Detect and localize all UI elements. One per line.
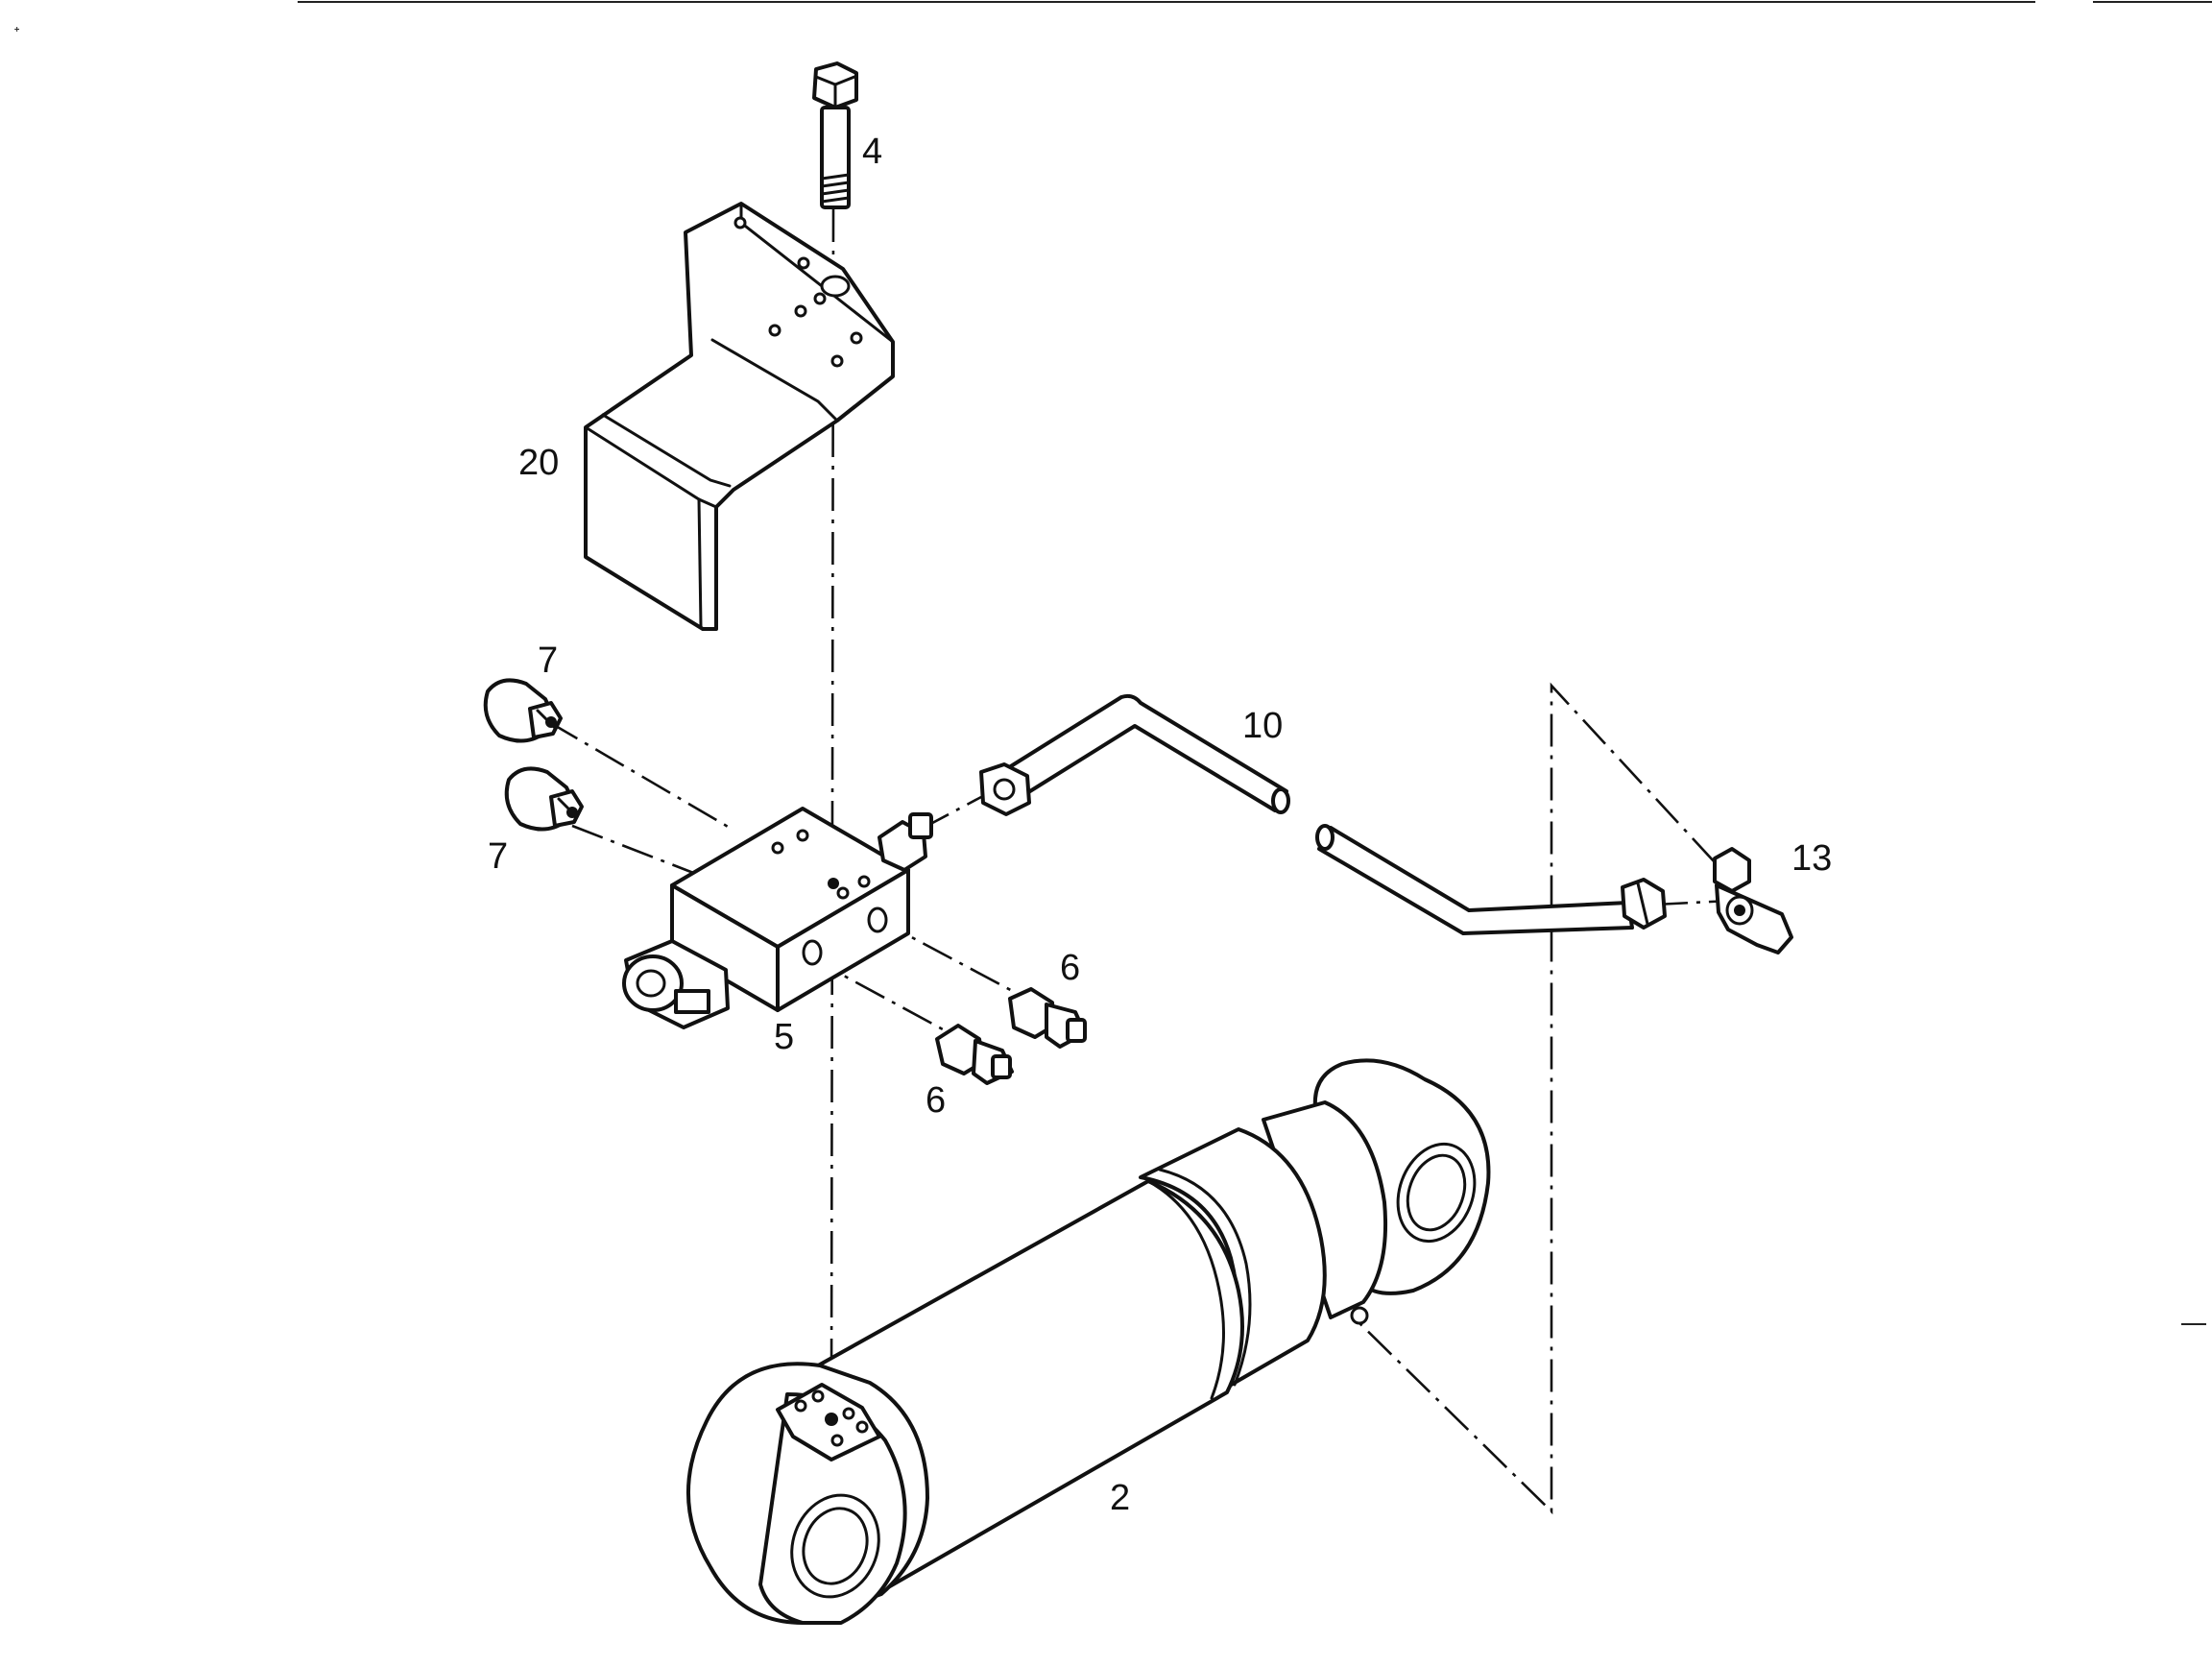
bracket-hole (813, 292, 827, 305)
port-hole (1350, 1306, 1369, 1325)
elbow-fitting-part (1713, 847, 1793, 954)
bracket-hole (794, 304, 807, 318)
bracket-hole (797, 256, 810, 270)
bracket-part (584, 202, 895, 631)
plug-upper-part (483, 678, 563, 743)
valve-port (802, 939, 823, 966)
bracket-hole (768, 324, 781, 337)
bolt-part (812, 61, 858, 209)
bracket-hole (850, 331, 863, 345)
bracket-hole (830, 354, 844, 368)
bracket-slot (820, 275, 851, 298)
callout-elbow-fitting: 13 (1791, 838, 1832, 879)
callout-bolt: 4 (862, 132, 882, 172)
valve-port (867, 906, 888, 933)
plug-upper-line (548, 720, 731, 830)
callout-bracket: 20 (518, 443, 559, 483)
callouts: 4 20 7 7 10 13 6 6 5 2 (488, 132, 1832, 1518)
callout-cylinder: 2 (1110, 1478, 1130, 1518)
callout-plug-upper: 7 (538, 640, 558, 681)
callout-fitting-right: 6 (1060, 948, 1080, 988)
bracket-hole (733, 216, 747, 230)
callout-plug-lower: 7 (488, 836, 508, 877)
bolt-axis-line (830, 208, 835, 1391)
pipe-route-line (1353, 682, 1716, 1515)
pipe-part (979, 693, 1667, 935)
corner-mark: ᐩ (13, 23, 20, 42)
hydraulic-cylinder-part (685, 1058, 1491, 1625)
fitting-left-part (935, 1024, 1014, 1085)
valve-block-part (622, 807, 933, 1029)
callout-fitting-left: 6 (926, 1080, 946, 1121)
fitting-right-part (1008, 987, 1087, 1049)
rod-eye-bore (1396, 1142, 1477, 1244)
plug-lower-line (571, 824, 702, 878)
callout-pipe: 10 (1242, 706, 1283, 746)
callout-valve-block: 5 (774, 1017, 794, 1057)
plug-lower-part (504, 766, 584, 832)
alignment-lines (548, 208, 1731, 1515)
